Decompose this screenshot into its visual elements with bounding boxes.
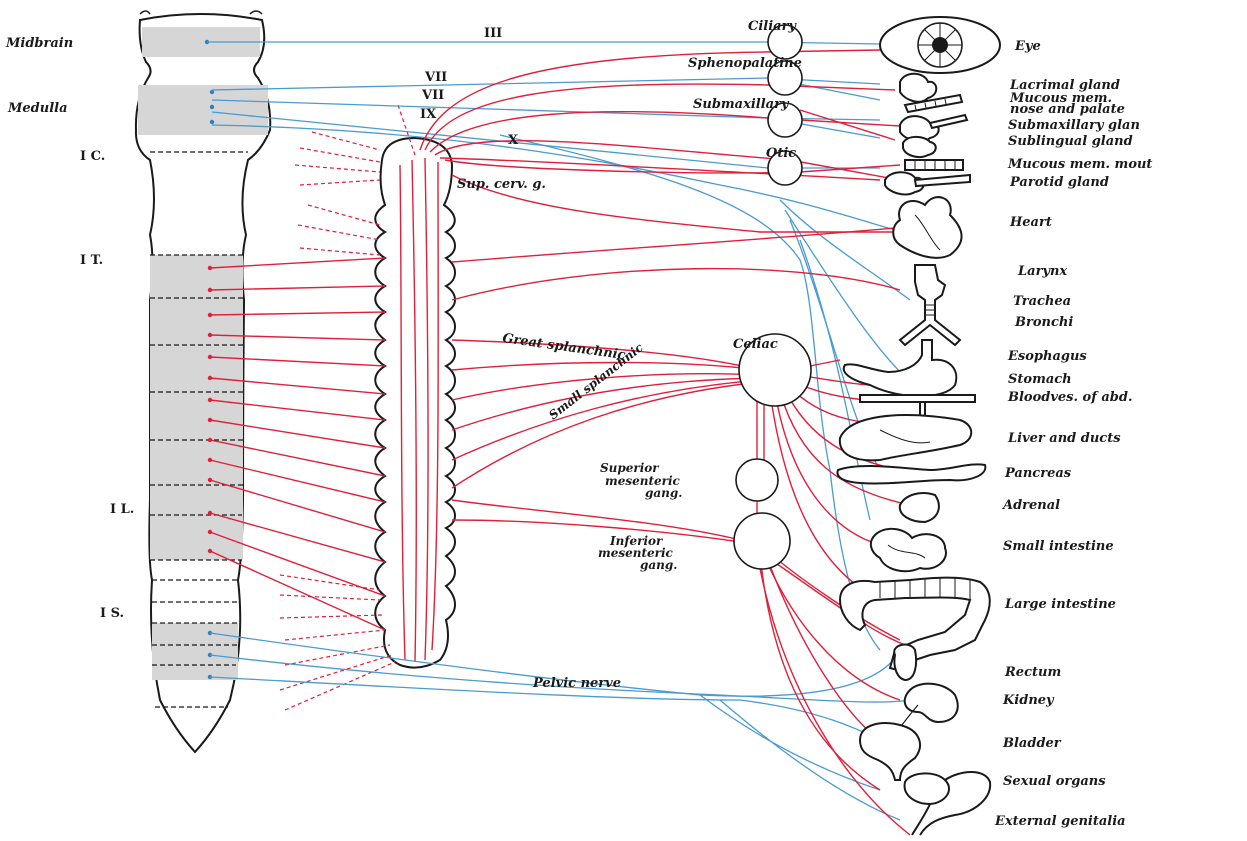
inferior-mesenteric-ganglion xyxy=(734,513,790,569)
head-sympathetic xyxy=(420,50,900,232)
label-bloodves: Bloodves. of abd. xyxy=(1007,390,1132,405)
label-bladder: Bladder xyxy=(1002,736,1062,751)
label-otic: Otic xyxy=(766,146,796,161)
label-sublingual: Sublingual gland xyxy=(1008,134,1133,149)
label-mucous-nose-2: nose and palate xyxy=(1010,102,1125,117)
label-adrenal: Adrenal xyxy=(1001,498,1060,513)
liver-icon xyxy=(840,415,971,460)
label-heart: Heart xyxy=(1009,215,1052,230)
bladder-icon xyxy=(860,723,920,780)
label-external-genitalia: External genitalia xyxy=(994,814,1126,829)
rectum-icon xyxy=(894,645,916,680)
label-segment-sacral: I S. xyxy=(100,606,124,621)
label-liver: Liver and ducts xyxy=(1007,431,1121,446)
lacrimal-gland-icon xyxy=(900,74,936,102)
label-larynx: Larynx xyxy=(1017,264,1067,279)
label-nerve-x: X xyxy=(508,133,519,148)
label-segment-lumbar: I L. xyxy=(110,502,134,517)
small-intestine-icon xyxy=(871,529,946,571)
label-midbrain: Midbrain xyxy=(5,36,73,51)
nerve-labels: Great splanchnic Small splanchnic Pelvic… xyxy=(501,331,646,691)
label-nerve-vii-a: VII xyxy=(424,70,447,85)
larynx-trachea-bronchi-icon xyxy=(900,265,960,345)
label-esophagus: Esophagus xyxy=(1007,349,1087,364)
label-eye: Eye xyxy=(1014,39,1041,54)
label-sup-cerv: Sup. cerv. g. xyxy=(457,177,546,192)
cord-labels: Midbrain Medulla I C. I T. I L. I S. xyxy=(5,36,134,621)
label-pancreas: Pancreas xyxy=(1004,466,1072,481)
label-sphenopalatine: Sphenopalatine xyxy=(688,56,802,71)
label-stomach: Stomach xyxy=(1008,372,1072,387)
sacral-parasympathetic xyxy=(210,633,910,820)
esophagus-stomach-icon xyxy=(844,340,957,396)
organs xyxy=(837,17,1000,835)
label-nerve-iii: III xyxy=(484,26,502,41)
label-inferior-mesenteric-3: gang. xyxy=(640,558,677,572)
parotid-gland-icon xyxy=(885,172,970,194)
label-celiac: Celiac xyxy=(733,337,778,352)
label-small-intestine: Small intestine xyxy=(1003,539,1114,554)
sacral-shading xyxy=(152,623,238,680)
mucous-mouth-icon xyxy=(905,160,963,170)
sexual-organs-icon xyxy=(905,772,991,835)
label-superior-mesenteric-3: gang. xyxy=(645,486,682,500)
adrenal-icon xyxy=(900,493,939,522)
label-great-splanchnic: Great splanchnic xyxy=(501,331,626,363)
label-superior-mesenteric-1: Superior xyxy=(600,461,660,475)
label-mucous-mouth: Mucous mem. mout xyxy=(1007,157,1152,172)
sympathetic-chain xyxy=(375,138,455,668)
label-parotid: Parotid gland xyxy=(1009,175,1109,190)
heart-icon xyxy=(893,197,961,258)
organ-labels: Eye Lacrimal gland Mucous mem. nose and … xyxy=(994,39,1152,829)
label-nerve-ix: IX xyxy=(420,107,437,122)
label-ciliary: Ciliary xyxy=(748,19,797,34)
label-medulla: Medulla xyxy=(7,101,68,116)
label-submaxillary: Submaxillary xyxy=(693,97,790,112)
medulla-shading xyxy=(138,85,268,135)
label-segment-cervical: I C. xyxy=(80,149,105,164)
label-pelvic-nerve: Pelvic nerve xyxy=(532,676,621,691)
label-sexual-organs: Sexual organs xyxy=(1003,774,1106,789)
pancreas-icon xyxy=(837,464,985,483)
superior-mesenteric-ganglion xyxy=(736,459,778,501)
label-submaxillary-gland: Submaxillary glan xyxy=(1008,118,1140,133)
label-bronchi: Bronchi xyxy=(1014,315,1073,330)
eye-icon xyxy=(880,17,1000,73)
thoracolumbar-shading xyxy=(150,255,243,560)
label-trachea: Trachea xyxy=(1013,294,1071,309)
sublingual-gland-icon xyxy=(903,137,936,157)
label-rectum: Rectum xyxy=(1004,665,1061,680)
label-segment-thoracic: I T. xyxy=(80,253,103,268)
label-kidney: Kidney xyxy=(1002,693,1055,708)
label-large-intestine: Large intestine xyxy=(1004,597,1116,612)
label-nerve-vii-b: VII xyxy=(421,88,444,103)
